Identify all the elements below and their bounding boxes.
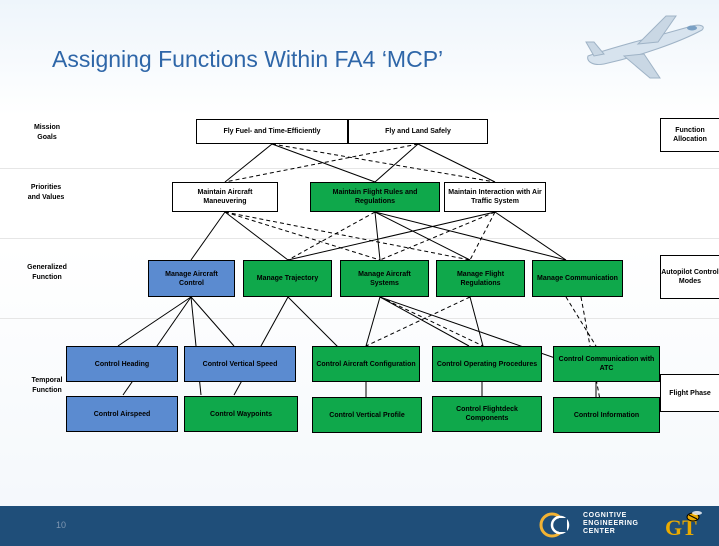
node-tf-vspeed: Control Vertical Speed (184, 346, 296, 382)
node-tf-info: Control Information (553, 397, 660, 433)
footer-bar (0, 506, 719, 546)
node-tf-comm-atc: Control Communication with ATC (553, 346, 660, 382)
node-gf-systems: Manage Aircraft Systems (340, 260, 429, 297)
node-gf-trajectory: Manage Trajectory (243, 260, 332, 297)
airplane-icon (585, 15, 704, 79)
row-label-temporal-function: Temporal Function (31, 377, 63, 394)
row-separator (0, 318, 719, 319)
node-tf-flightdeck: Control Flightdeck Components (432, 396, 542, 432)
side-label-autopilot-control-modes: Autopilot Control Modes (660, 255, 719, 299)
row-label-generalized-function: Generalized Function (27, 264, 67, 281)
node-gf-comm: Manage Communication (532, 260, 623, 297)
node-goal-fuel: Fly Fuel- and Time-Efficiently (196, 119, 348, 144)
page-number: 10 (56, 520, 67, 530)
cec-line-3: CENTER (583, 528, 616, 535)
node-pv-maneuver: Maintain Aircraft Maneuvering (172, 182, 278, 212)
node-tf-airspeed: Control Airspeed (66, 396, 178, 432)
node-pv-rules: Maintain Flight Rules and Regulations (310, 182, 440, 212)
row-label-priorities-values: Priorities and Values (27, 184, 65, 201)
node-tf-procedures: Control Operating Procedures (432, 346, 542, 382)
node-goal-safe: Fly and Land Safely (348, 119, 488, 144)
side-label-flight-phase: Flight Phase (660, 374, 719, 412)
node-tf-vprofile: Control Vertical Profile (312, 397, 422, 433)
node-gf-control: Manage Aircraft Control (148, 260, 235, 297)
node-tf-config: Control Aircraft Configuration (312, 346, 420, 382)
cec-logo-text: COGNITIVE ENGINEERING CENTER (583, 512, 639, 536)
row-label-mission-goals: Mission Goals (33, 124, 61, 141)
node-tf-heading: Control Heading (66, 346, 178, 382)
slide-title: Assigning Functions Within FA4 ‘MCP’ (52, 46, 444, 72)
node-pv-atc: Maintain Interaction with Air Traffic Sy… (444, 182, 546, 212)
cec-logo-icon (539, 512, 570, 538)
node-tf-waypoints: Control Waypoints (184, 396, 298, 432)
cec-line-1: COGNITIVE (583, 512, 627, 519)
row-separator (0, 238, 719, 239)
row-separator (0, 168, 719, 169)
gt-yellowjacket-logo-icon: GT (665, 511, 702, 540)
side-label-function-allocation: Function Allocation (660, 118, 719, 152)
cec-line-2: ENGINEERING (583, 520, 639, 527)
node-gf-regs: Manage Flight Regulations (436, 260, 525, 297)
